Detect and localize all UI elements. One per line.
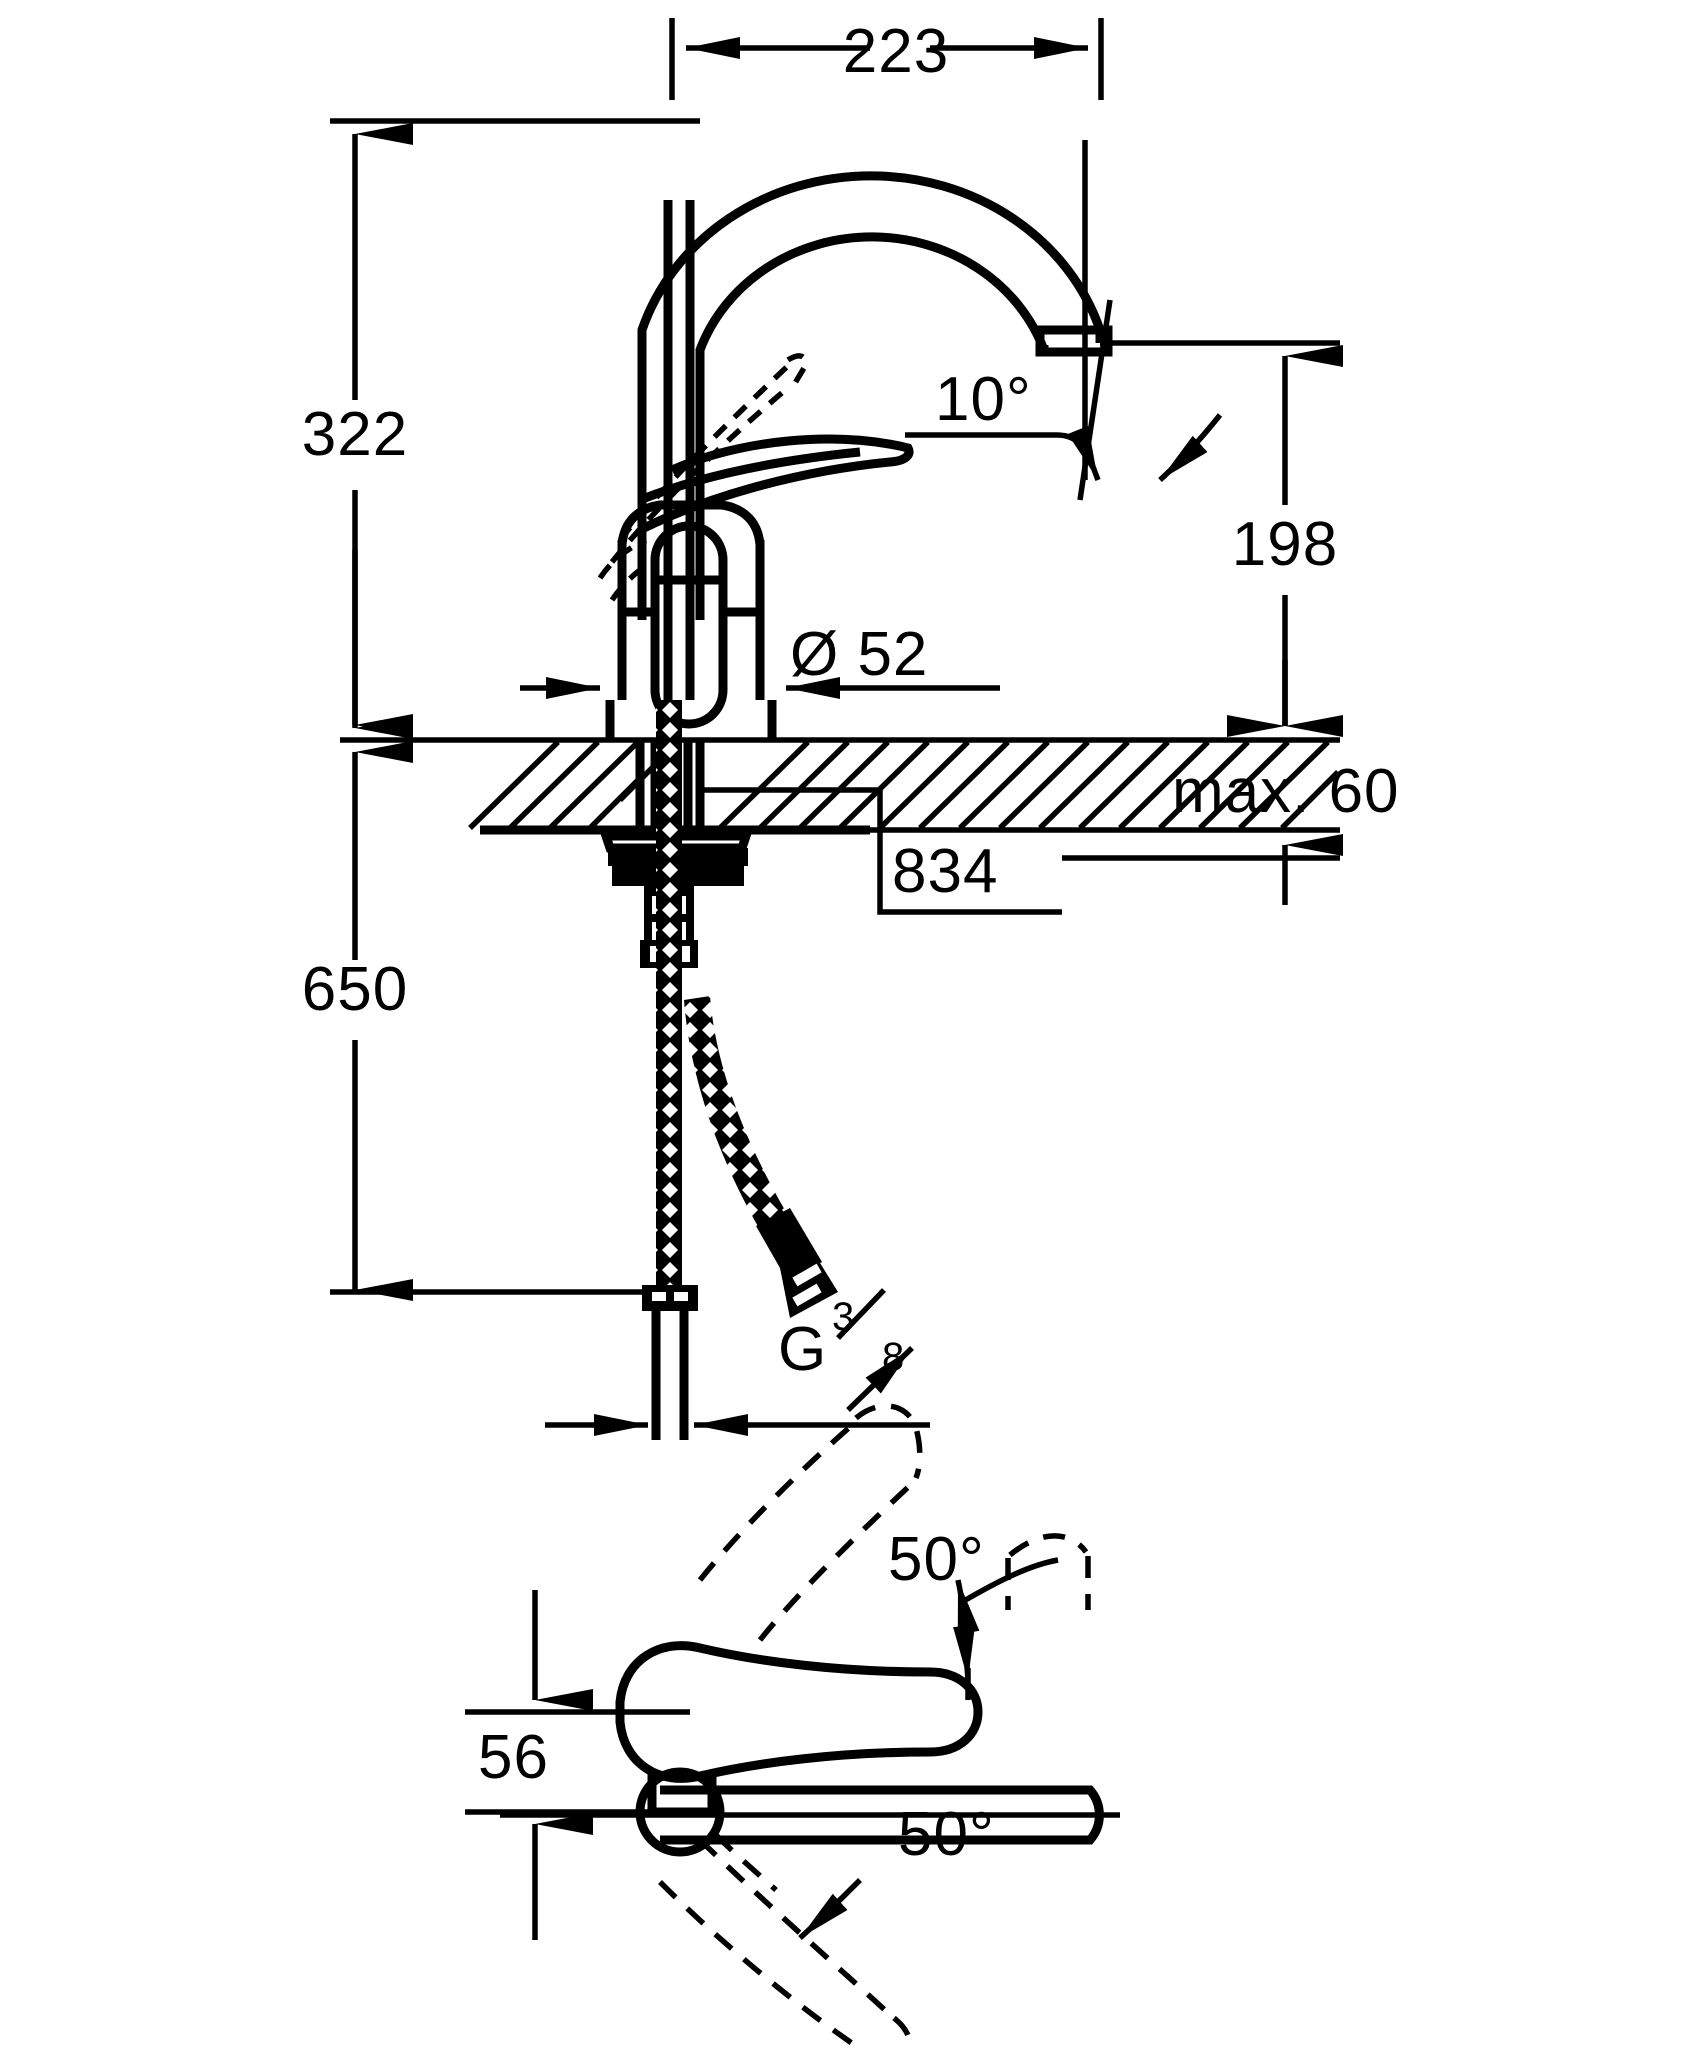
- dimension-spout-reach: 223: [669, 17, 1104, 100]
- dimension-install-depth: 650: [302, 550, 660, 1301]
- counter-section: [340, 737, 1340, 835]
- dimension-base-diameter: Ø 52: [520, 620, 1000, 699]
- dimension-label-spout-height: 198: [1232, 510, 1338, 579]
- dimension-lever-swing-down: 50°: [798, 1800, 995, 1941]
- lever-reference-bar: [500, 1785, 1120, 1845]
- dimension-lever-height: 56: [465, 1590, 700, 1940]
- faucet-spout: [637, 140, 1113, 620]
- dimension-label-counter-thickness: max. 60: [1172, 757, 1400, 826]
- dimension-label-total-height: 322: [302, 400, 408, 469]
- dimension-lever-swing-up: 50°: [888, 1525, 1059, 1681]
- dimension-counter-thickness: max. 60: [1172, 660, 1400, 905]
- dimension-hole-diameter: 834: [702, 787, 1340, 915]
- lever-position-raised-secondary: [1005, 1533, 1091, 1610]
- lever-position-lowered: [658, 1833, 913, 2048]
- dimension-label-lever-height: 56: [478, 1723, 549, 1792]
- faucet-body: [605, 200, 777, 740]
- dimension-spout-height: 198: [1100, 340, 1343, 737]
- dimension-label-thread-prefix: G: [778, 1315, 827, 1384]
- lever-position-raised: [697, 1346, 923, 1642]
- flexible-supply-hoses: [642, 700, 838, 1440]
- dimension-label-spout-reach: 223: [843, 17, 949, 86]
- dimension-label-lever-swing-up: 50°: [888, 1525, 985, 1594]
- dimension-thread-connection: G 3 8: [545, 1288, 930, 1436]
- dimension-label-hole-diameter: 834: [892, 837, 998, 906]
- dimension-label-lever-swing-down: 50°: [898, 1800, 995, 1869]
- hatching-right: [718, 740, 1340, 830]
- hose-connector: [642, 1285, 698, 1311]
- dimension-spout-tilt-angle: 10°: [905, 299, 1223, 501]
- dimension-label-spout-tilt: 10°: [935, 365, 1032, 434]
- dimension-label-install-depth: 650: [302, 955, 408, 1024]
- hose-end-fitting: [756, 1208, 838, 1318]
- dimension-label-base-diameter: Ø 52: [790, 620, 928, 689]
- hatching-left: [468, 740, 662, 830]
